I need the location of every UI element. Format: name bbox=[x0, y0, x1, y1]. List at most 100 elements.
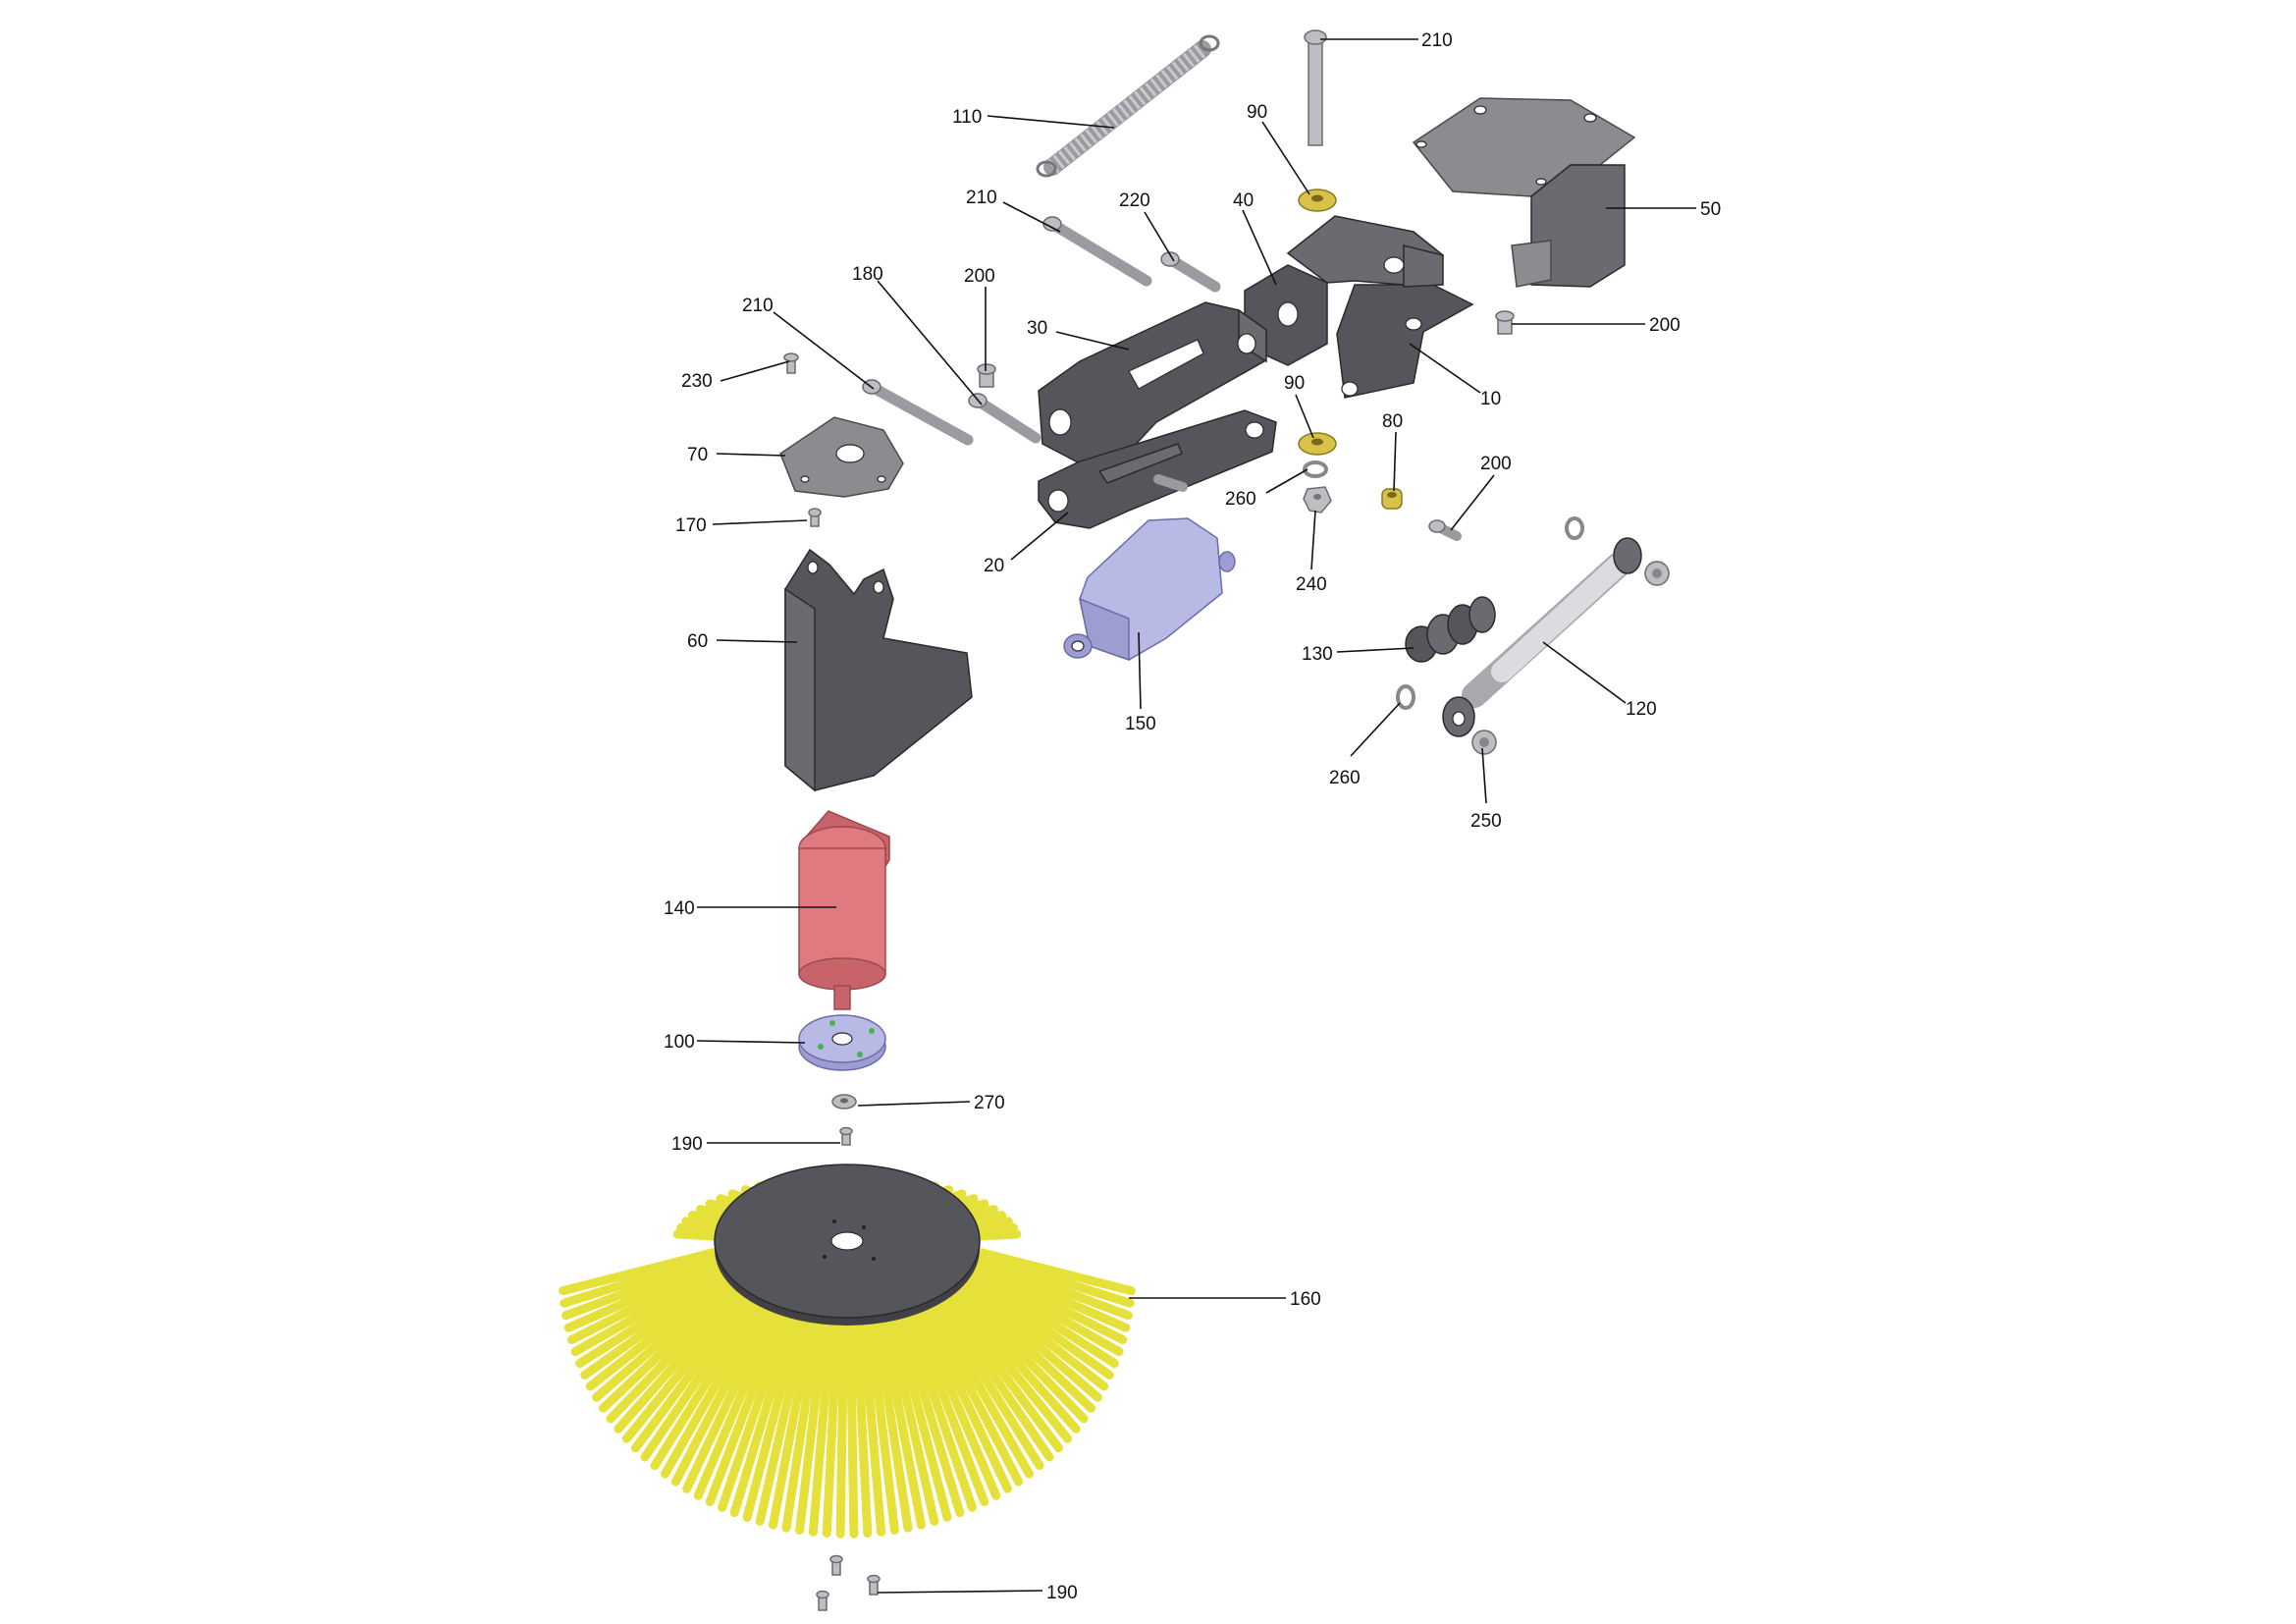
bristle bbox=[769, 1292, 822, 1530]
bristle bbox=[862, 1293, 899, 1535]
callout-20: 20 bbox=[984, 512, 1069, 576]
bolt-210-top bbox=[1304, 29, 1327, 146]
label-130: 130 bbox=[1302, 644, 1333, 665]
bristle bbox=[570, 1256, 739, 1357]
nut-240 bbox=[1303, 486, 1332, 514]
label-170: 170 bbox=[675, 515, 707, 536]
screw-200-right bbox=[1495, 310, 1515, 335]
gas-spring-120 bbox=[1442, 537, 1642, 737]
upper-arm-30 bbox=[1038, 301, 1267, 464]
label-270: 270 bbox=[974, 1093, 1005, 1113]
screws-190-bottom bbox=[816, 1554, 881, 1611]
label-180: 180 bbox=[852, 264, 883, 285]
callout-230: 230 bbox=[681, 360, 790, 392]
bolt-210-middle bbox=[1042, 216, 1152, 287]
callout-190-top: 190 bbox=[671, 1134, 840, 1155]
flange-plate-70 bbox=[779, 416, 904, 498]
callout-220: 220 bbox=[1119, 190, 1175, 262]
label-100: 100 bbox=[664, 1032, 695, 1053]
callout-260-lower: 260 bbox=[1329, 702, 1401, 788]
bristle bbox=[580, 1261, 743, 1380]
callout-190-bottom: 190 bbox=[877, 1583, 1078, 1603]
actuator-150 bbox=[1063, 517, 1236, 662]
label-150: 150 bbox=[1125, 714, 1156, 734]
bristle bbox=[868, 1293, 913, 1533]
label-210-middle: 210 bbox=[966, 188, 997, 208]
ring-260-middle bbox=[1303, 460, 1328, 478]
callout-170: 170 bbox=[675, 515, 808, 536]
lower-arm-20 bbox=[1038, 409, 1277, 529]
label-140: 140 bbox=[664, 898, 695, 919]
callout-150: 150 bbox=[1125, 631, 1156, 734]
bristle bbox=[682, 1284, 785, 1493]
end-cap-250 bbox=[1471, 730, 1497, 755]
bristle bbox=[943, 1268, 1095, 1413]
bristle bbox=[640, 1278, 769, 1462]
bristle bbox=[904, 1286, 1001, 1500]
bristle bbox=[856, 1294, 886, 1537]
label-120: 120 bbox=[1626, 699, 1657, 720]
bristle bbox=[955, 1256, 1124, 1357]
bristle bbox=[909, 1284, 1012, 1493]
bristle bbox=[822, 1294, 843, 1538]
bristle bbox=[755, 1291, 816, 1526]
label-210-left: 210 bbox=[742, 296, 774, 316]
ring-260-right bbox=[1565, 516, 1584, 540]
label-160: 160 bbox=[1290, 1289, 1321, 1310]
label-200-left: 200 bbox=[964, 266, 995, 287]
bellows-130 bbox=[1405, 596, 1496, 663]
bristle bbox=[899, 1287, 989, 1506]
screw-230 bbox=[783, 352, 799, 374]
bristle bbox=[781, 1293, 827, 1533]
callout-70: 70 bbox=[687, 445, 786, 465]
bristle bbox=[879, 1291, 939, 1526]
callout-60: 60 bbox=[687, 631, 798, 652]
label-90-middle: 90 bbox=[1284, 373, 1305, 394]
bristle bbox=[936, 1272, 1081, 1434]
callout-130: 130 bbox=[1302, 644, 1415, 665]
callout-80: 80 bbox=[1382, 411, 1403, 492]
bristle bbox=[883, 1291, 952, 1522]
callout-210-left: 210 bbox=[742, 296, 875, 390]
label-40: 40 bbox=[1233, 190, 1254, 211]
bristle bbox=[808, 1294, 838, 1537]
bristle bbox=[889, 1290, 965, 1518]
label-110: 110 bbox=[952, 107, 982, 128]
bristle bbox=[592, 1266, 748, 1402]
label-200-right: 200 bbox=[1649, 315, 1681, 336]
label-30: 30 bbox=[1027, 318, 1047, 339]
bristle bbox=[940, 1271, 1089, 1424]
end-cap-right bbox=[1644, 561, 1670, 586]
callout-200-lower: 200 bbox=[1450, 454, 1512, 531]
callout-labels: 110 210 90 50 210 220 40 180 bbox=[664, 30, 1721, 1603]
motor-bracket-60 bbox=[784, 548, 973, 792]
screw-200-left bbox=[977, 363, 996, 388]
callout-10: 10 bbox=[1409, 343, 1501, 409]
label-10: 10 bbox=[1480, 389, 1501, 409]
bristle bbox=[926, 1278, 1054, 1462]
screw-200-lower bbox=[1428, 519, 1462, 541]
callout-120: 120 bbox=[1542, 641, 1657, 720]
bristle bbox=[953, 1259, 1119, 1369]
spring-110 bbox=[1036, 34, 1220, 178]
bolt-220 bbox=[1160, 251, 1221, 293]
bristle bbox=[559, 1244, 734, 1296]
bristle bbox=[946, 1266, 1102, 1402]
label-70: 70 bbox=[687, 445, 708, 465]
bristle bbox=[894, 1288, 977, 1512]
bristle bbox=[585, 1264, 746, 1391]
bristle bbox=[606, 1271, 754, 1424]
bristle bbox=[621, 1274, 761, 1443]
bristle bbox=[661, 1281, 776, 1479]
label-60: 60 bbox=[687, 631, 708, 652]
callout-100: 100 bbox=[664, 1032, 806, 1053]
bristle bbox=[631, 1276, 765, 1453]
bristle bbox=[873, 1292, 926, 1530]
side-brush-160 bbox=[559, 1164, 1136, 1539]
bristle bbox=[930, 1276, 1063, 1453]
bristle bbox=[956, 1254, 1128, 1344]
label-210-top: 210 bbox=[1421, 30, 1453, 51]
washer-90-top bbox=[1298, 189, 1337, 212]
callout-180: 180 bbox=[852, 264, 983, 406]
label-90-top: 90 bbox=[1247, 102, 1267, 123]
